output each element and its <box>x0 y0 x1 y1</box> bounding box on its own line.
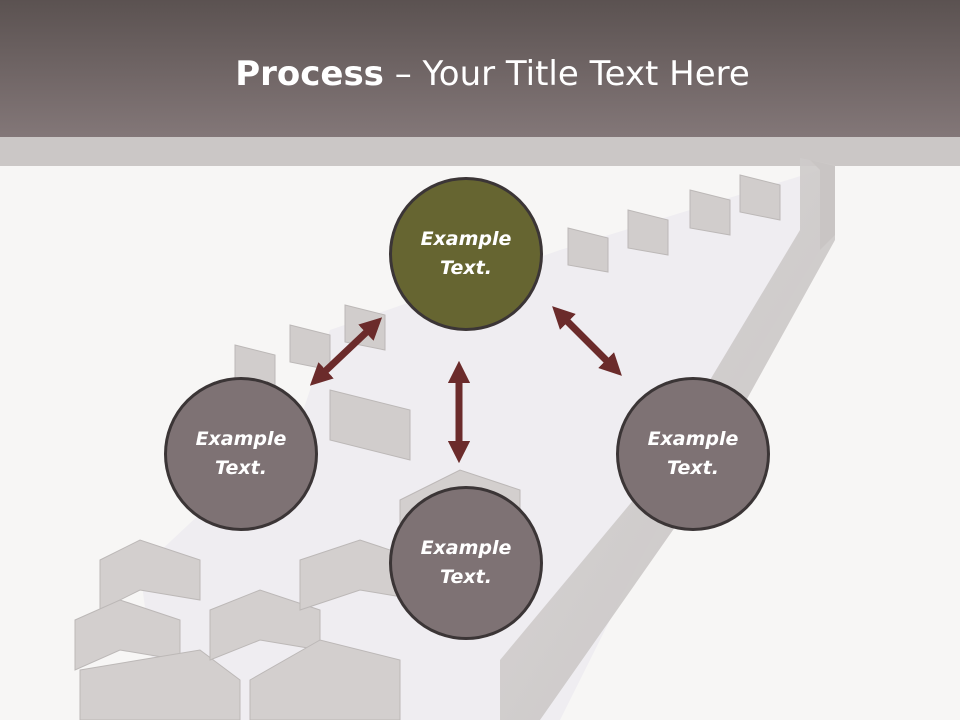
title-bar <box>0 0 960 137</box>
process-node-right-label: Example Text. <box>647 428 739 479</box>
title-bold: Process <box>235 54 384 94</box>
process-node-top[interactable]: Example Text. <box>389 177 543 331</box>
process-node-right[interactable]: Example Text. <box>616 377 770 531</box>
process-node-bottom-label: Example Text. <box>420 537 512 588</box>
title-rest: – Your Title Text Here <box>383 54 750 94</box>
process-node-left-label: Example Text. <box>195 428 287 479</box>
arrow-top-right <box>552 306 622 376</box>
process-node-bottom[interactable]: Example Text. <box>389 486 543 640</box>
arrow-top-left <box>309 317 383 386</box>
process-node-top-label: Example Text. <box>420 228 512 279</box>
page-title: Process – Your Title Text Here <box>0 50 960 98</box>
process-node-left[interactable]: Example Text. <box>164 377 318 531</box>
